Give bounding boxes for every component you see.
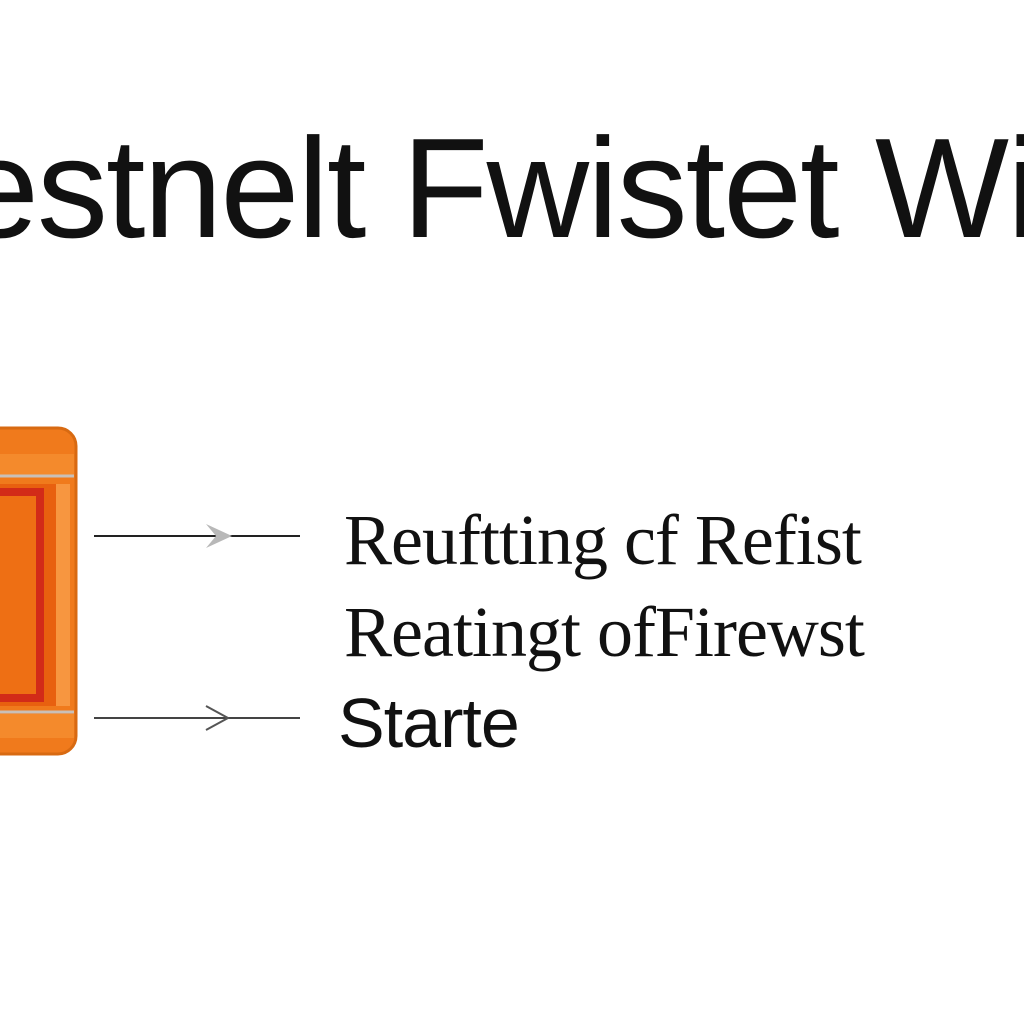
connector-arrow-top	[94, 520, 300, 550]
diagram-title: estnelt Fwistet Wilc	[0, 109, 1024, 268]
connector-arrow-bottom	[94, 702, 300, 732]
diagram-label-1: Reuftting cf Refist	[344, 500, 862, 580]
firewall-device-icon	[0, 426, 78, 756]
diagram-label-2: Reatingt ofFirewst	[344, 592, 865, 672]
diagram-label-3: Starte	[338, 684, 520, 762]
